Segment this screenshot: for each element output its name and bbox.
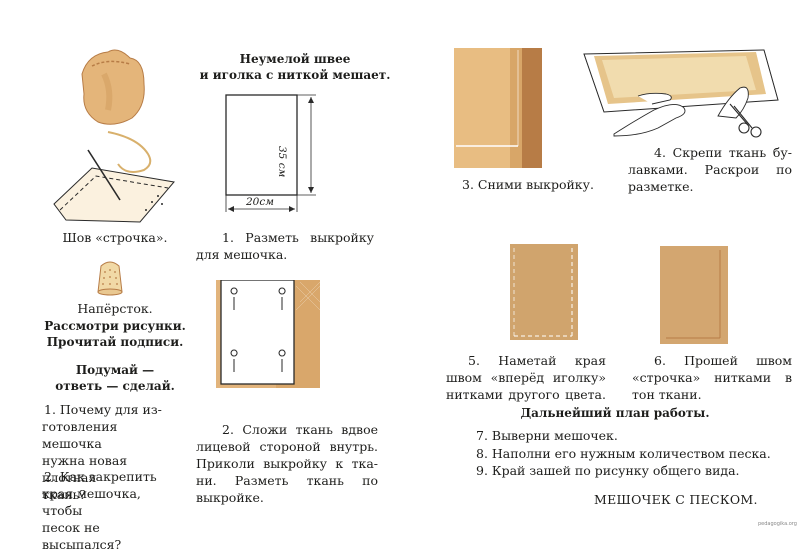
step-4-line: разметке. [628,179,694,194]
thimble-caption: Напёрсток. [77,301,153,316]
instruction-line-2: Прочитай подписи. [46,335,184,349]
thimble-icon [97,261,123,296]
step-6-line: тон ткани. [632,387,702,402]
further-plan-list: 7. Выверни мешочек. 8. Наполни его нужны… [476,427,776,479]
step-2: 2. Сложи ткань вдвое лицевой стороной вн… [196,421,378,506]
height-dimension-label: 35 см [276,146,288,178]
running-stitch-seam-illustration [53,131,175,223]
step-2-line: выкройке. [196,490,264,505]
plan-item: 7. Выверни мешочек. [476,428,618,443]
question-1-line: готовления мешочка [42,419,118,451]
step-1-line: 1. Разметь выкройку [222,230,374,245]
step-5: 5. Наметай края швом «вперёд иголку» нит… [446,352,606,403]
step-1: 1. Разметь выкройку для мешочка. [196,229,374,263]
step-6-line: 6. Прошей швом [654,353,792,368]
basted-fabric-illustration [510,244,578,340]
think-heading-line-1: Подумай — [75,363,155,377]
question-2-line: края мешочка, чтобы [42,486,141,518]
question-2-line: 2. Как закрепить [44,469,157,484]
question-1-line: 1. Почему для из- [44,402,162,417]
question-2: 2. Как закрепить края мешочка, чтобы пес… [42,468,174,553]
step-1-line: для мешочка. [196,247,288,262]
step-5-line: нитками другого цвета. [446,387,606,402]
step-4-line: 4. Скрепи ткань бу- [654,145,792,160]
proverb-line-1: Неумелой швее [239,52,351,66]
marked-fabric-illustration [454,48,542,168]
step-5-line: швом «вперёд иголку» [446,370,606,385]
question-1-line: ткань? [42,487,87,502]
question-1-line: нужна новая плотная [42,453,128,485]
step-2-line: 2. Сложи ткань вдвое [222,422,378,437]
sand-pouch-illustration [81,49,145,125]
final-title: МЕШОЧЕК С ПЕСКОМ. [594,492,758,507]
step-6-line: «строчка» нитками в [632,370,792,385]
width-dimension-label: 20см [246,196,274,208]
step-3-label: 3. Сними выкройку. [462,177,594,192]
step-6: 6. Прошей швом «строчка» нитками в тон т… [632,352,792,403]
instruction-line-1: Рассмотри рисунки. [44,319,186,333]
step-4-line: лавками. Раскрои по [628,162,792,177]
proverb-line-2: и иголка с ниткой мешает. [199,68,391,82]
question-2-line: песок не высыпался? [42,520,122,552]
seam-caption: Шов «строчка». [62,230,168,245]
step-4: 4. Скрепи ткань бу- лавками. Раскрои по … [628,144,792,195]
plan-item: 9. Край зашей по рисунку общего вида. [476,463,740,478]
think-heading-line-2: ответь — сделай. [55,379,175,393]
watermark: pedagogika.org [758,521,797,527]
further-plan-heading: Дальнейший план работы. [520,406,710,420]
plan-item: 8. Наполни его нужным количеством песка. [476,445,771,461]
cutting-fabric-illustration [583,49,779,138]
pattern-diagram [225,94,316,212]
step-5-line: 5. Наметай края [468,353,606,368]
step-2-line: лицевой стороной внутрь. [196,439,378,454]
stitched-fabric-illustration [660,246,728,344]
question-1: 1. Почему для из- готовления мешочка нуж… [42,401,174,503]
pinned-pattern-on-fabric-illustration [216,280,321,388]
step-2-line: Приколи выкройку к тка- [196,456,378,471]
step-2-line: ни. Разметь ткань по [196,473,378,488]
